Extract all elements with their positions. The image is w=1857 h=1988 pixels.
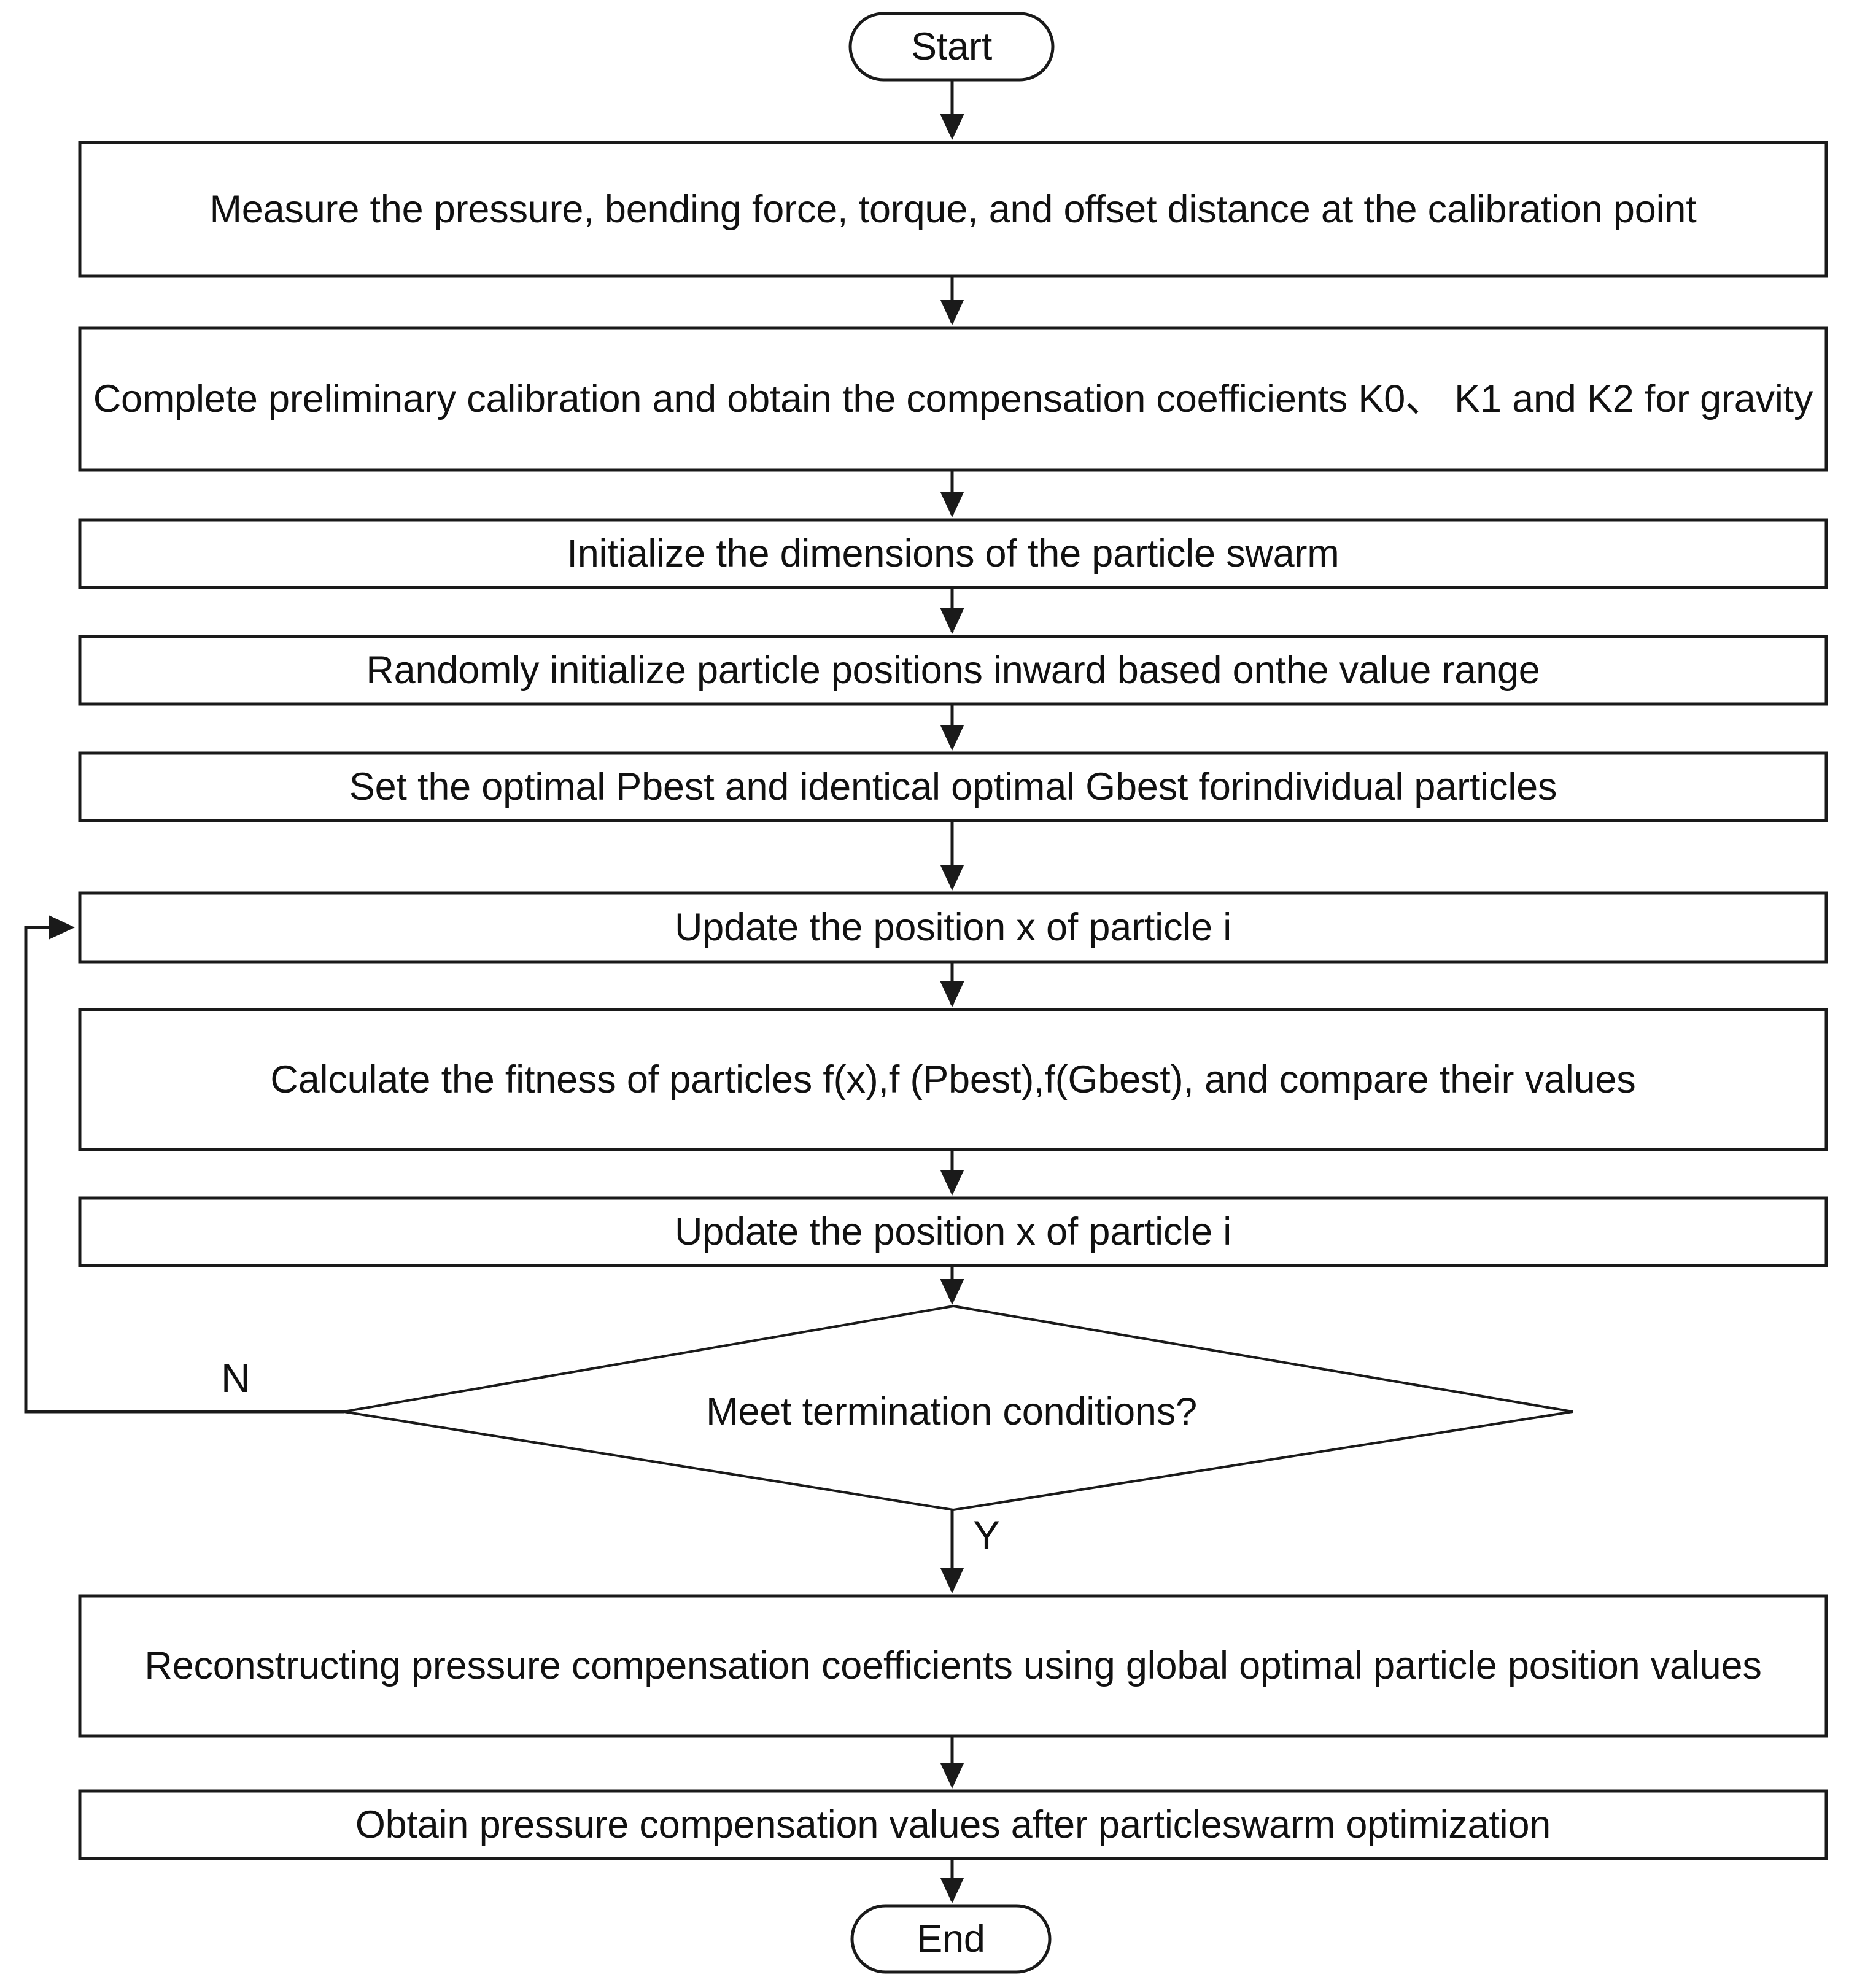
edge-termination-check-to-update-position-1-no — [24, 915, 344, 1414]
node-init-positions-shape[interactable] — [78, 635, 1828, 706]
node-set-pbest-gbest-shape[interactable] — [78, 751, 1828, 822]
node-reconstruct-shape[interactable] — [78, 1594, 1828, 1738]
branch-label-yes: Y — [973, 1512, 1001, 1558]
node-update-position-1-shape[interactable] — [78, 891, 1828, 964]
node-calibrate-shape[interactable] — [78, 326, 1828, 472]
node-init-dimensions-shape[interactable] — [78, 518, 1828, 589]
node-calc-fitness-shape[interactable] — [78, 1008, 1828, 1151]
node-termination-check-shape[interactable] — [343, 1304, 1573, 1512]
node-start-shape[interactable] — [848, 12, 1055, 82]
node-measure-shape[interactable] — [78, 141, 1828, 278]
node-end-shape[interactable] — [850, 1904, 1052, 1974]
node-update-position-2-shape[interactable] — [78, 1196, 1828, 1267]
node-obtain-values-shape[interactable] — [78, 1789, 1828, 1860]
branch-label-no: N — [221, 1355, 250, 1401]
